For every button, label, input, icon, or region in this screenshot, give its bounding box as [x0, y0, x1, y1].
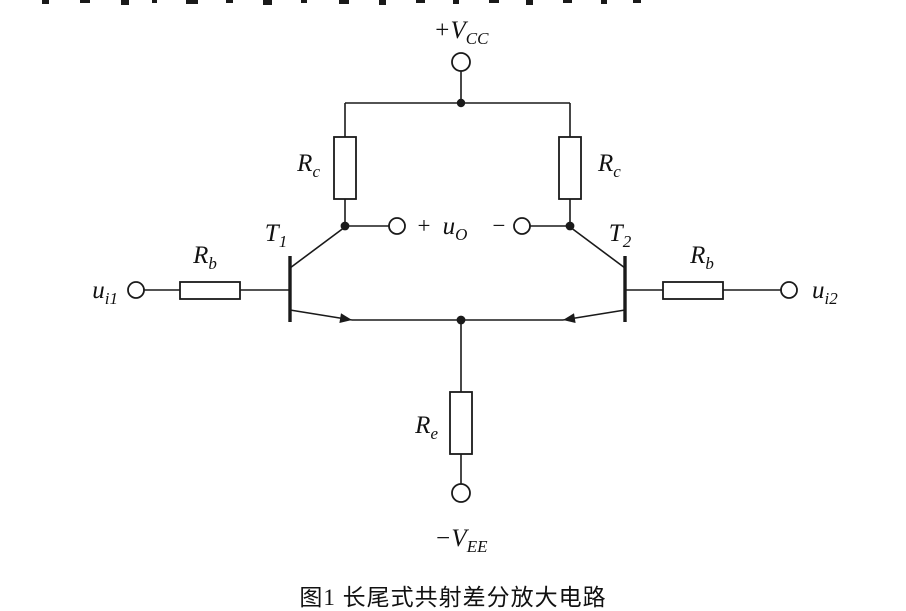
terminal-output-plus	[388, 217, 406, 235]
junction-emitter-common	[456, 315, 466, 325]
terminal-vcc	[451, 52, 471, 72]
terminal-input-right	[780, 281, 798, 299]
junction-collector-left	[340, 221, 350, 231]
transistor-t2-emitter-arrow-icon	[563, 313, 576, 323]
label-rb-right: Rb	[689, 242, 714, 273]
label-output-minus-sign: −	[493, 213, 506, 238]
transistor-t2-collector	[569, 226, 626, 269]
junction-top-rail	[456, 98, 466, 108]
resistor-re	[449, 391, 473, 455]
transistor-t1-collector	[289, 226, 346, 269]
label-vee: −VEE	[435, 525, 489, 556]
resistor-rc-left	[333, 136, 357, 200]
label-t1: T1	[265, 220, 287, 251]
label-uo: uO	[443, 213, 468, 244]
label-output-plus-sign: +	[418, 213, 431, 238]
transistor-t1-emitter-arrow-icon	[339, 313, 352, 323]
resistor-rb-left	[179, 281, 241, 300]
resistor-rb-right	[662, 281, 724, 300]
label-ui1: ui1	[92, 277, 118, 308]
label-vcc: +VCC	[434, 17, 489, 48]
terminal-input-left	[127, 281, 145, 299]
terminal-output-minus	[513, 217, 531, 235]
label-t2: T2	[609, 220, 632, 251]
label-ui2: ui2	[812, 277, 838, 308]
resistor-rc-right	[558, 136, 582, 200]
label-rb-left: Rb	[192, 242, 217, 273]
label-re: Re	[414, 412, 438, 443]
clipped-text-fragments	[42, 0, 641, 5]
label-rc-right: Rc	[597, 150, 621, 181]
label-rc-left: Rc	[296, 150, 320, 181]
figure-caption: 图1 长尾式共射差分放大电路	[299, 585, 607, 610]
junction-collector-right	[565, 221, 575, 231]
terminal-vee	[451, 483, 471, 503]
